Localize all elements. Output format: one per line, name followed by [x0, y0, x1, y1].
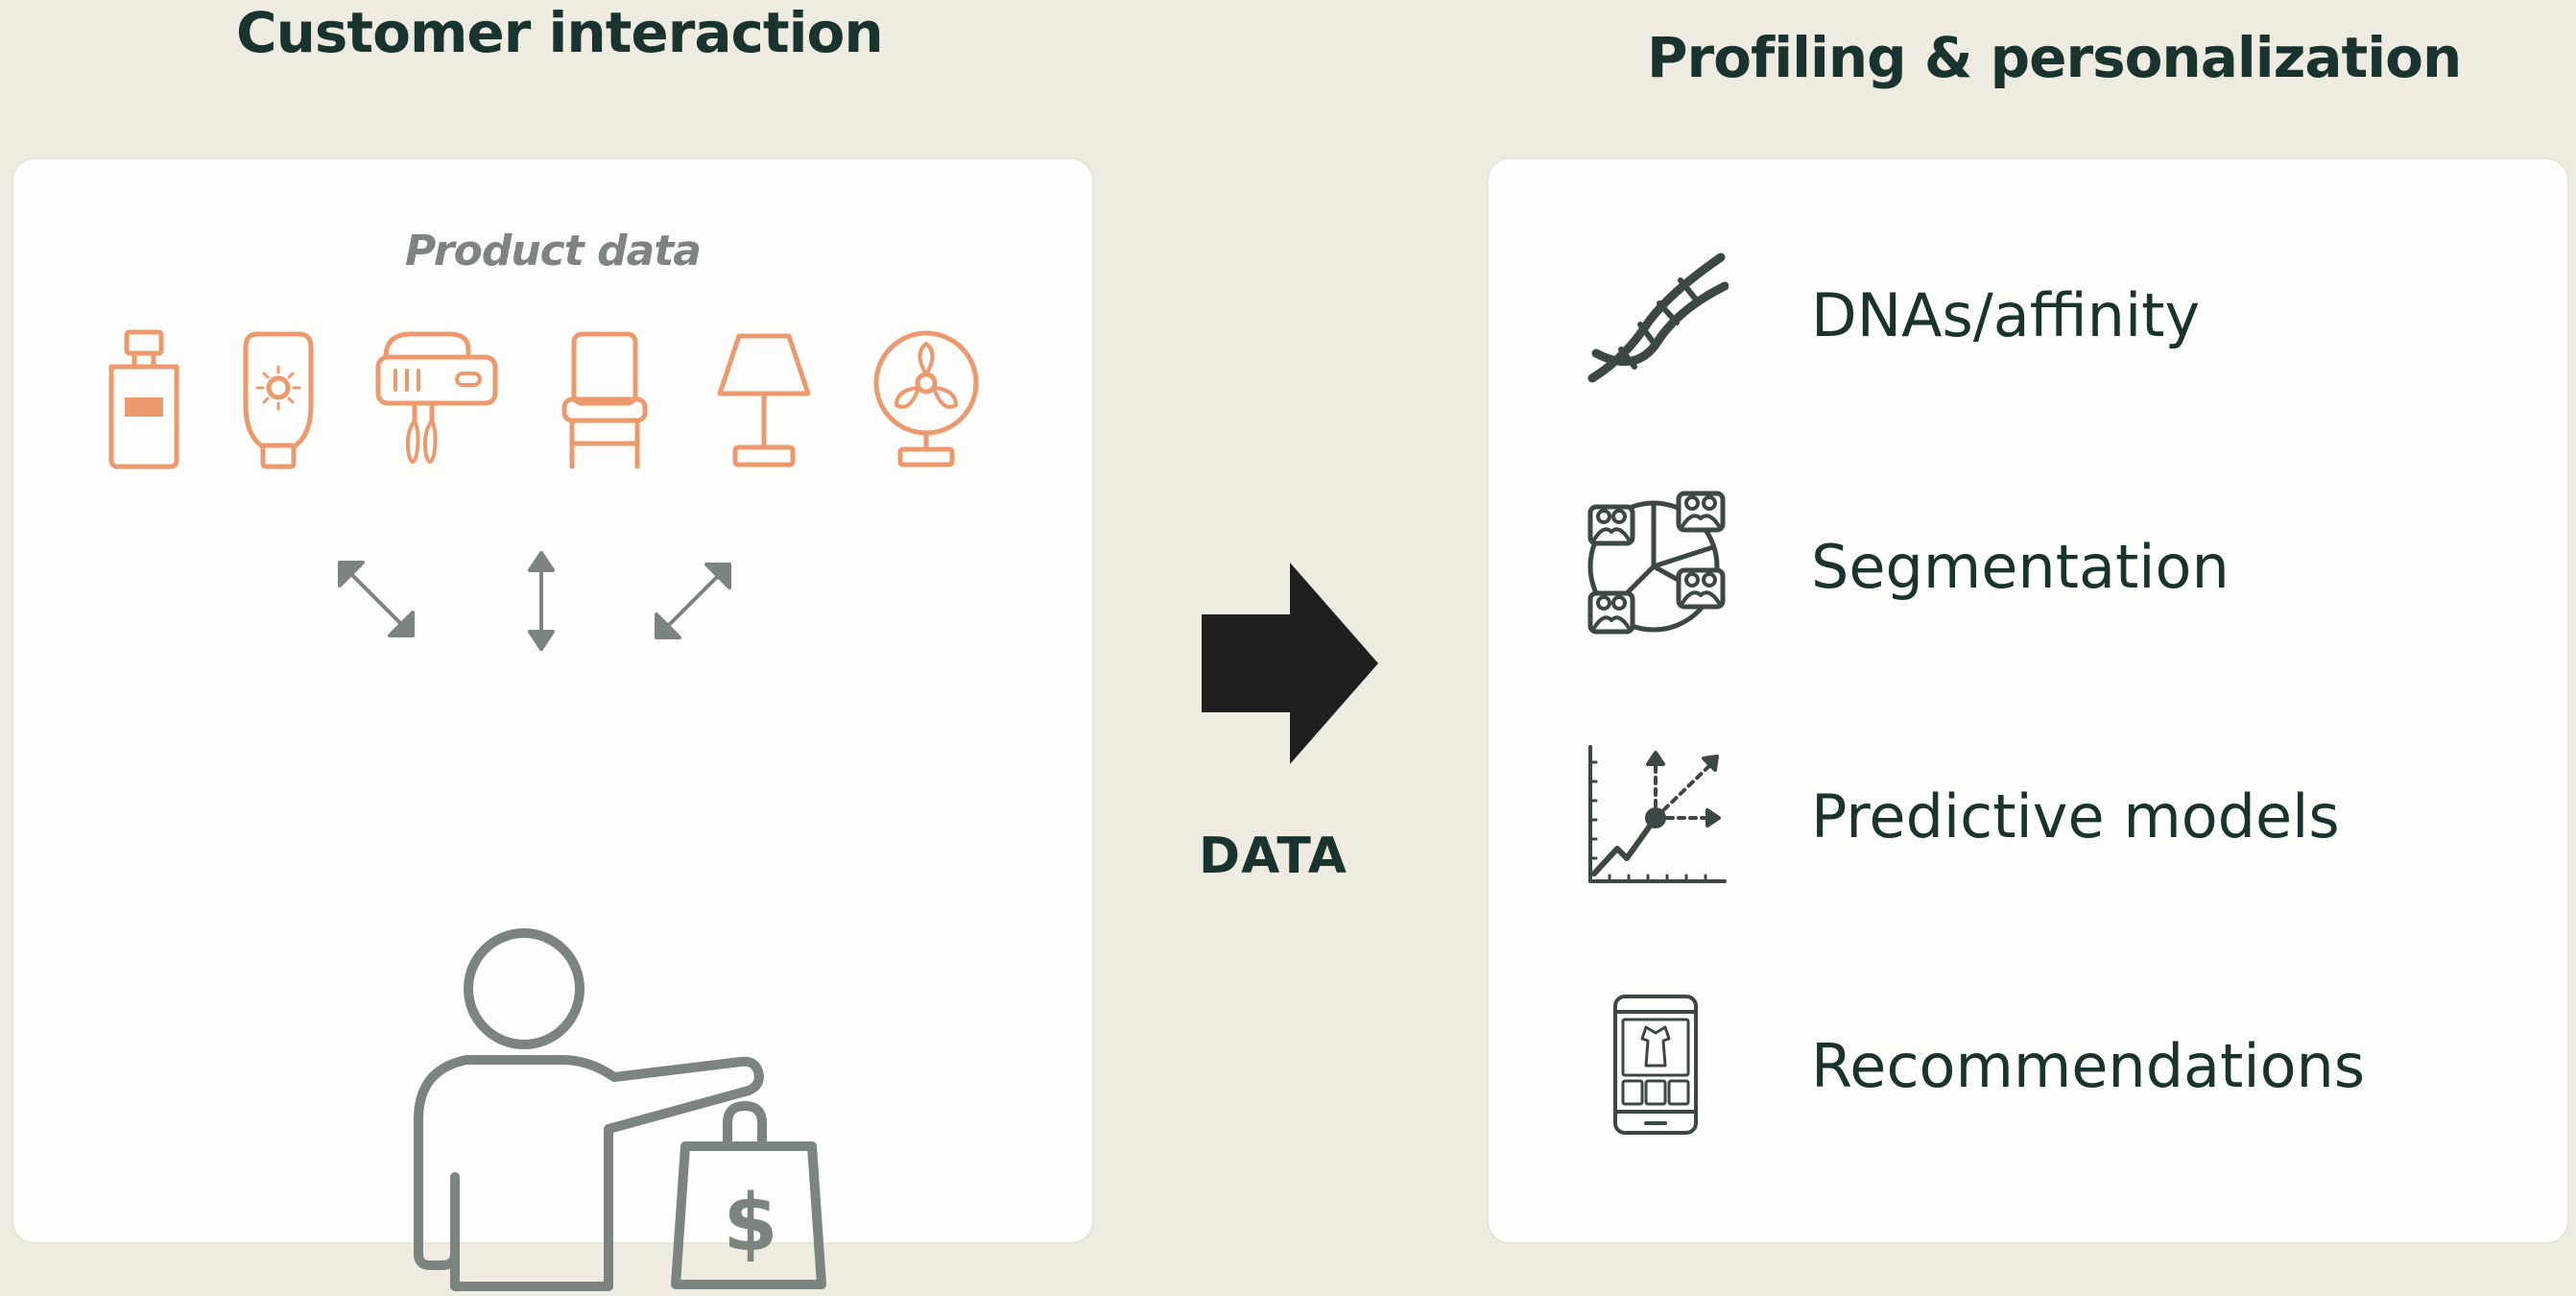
customer-interaction-panel: Product data: [13, 159, 1092, 1291]
profiling-personalization-title: Profiling & personalization: [1647, 25, 2462, 90]
right-block-arrow-icon: [1202, 563, 1378, 764]
prediction-chart-icon: [1588, 745, 1727, 883]
shopper-with-bag-icon: $: [414, 928, 826, 1291]
diagonal-double-arrow-icon: [655, 563, 731, 639]
vertical-double-arrow-icon: [528, 551, 555, 651]
profiling-panel: DNAs/affinity Segmentation: [1489, 159, 2567, 1242]
table-lamp-icon: [717, 333, 811, 468]
phone-catalog-icon: [1613, 995, 1698, 1135]
product-data-label: Product data: [405, 227, 702, 276]
sunscreen-tube-icon: [243, 331, 314, 469]
profile-item-label: Segmentation: [1811, 532, 2230, 602]
chair-icon: [561, 331, 648, 469]
bag-currency-symbol: $: [723, 1178, 777, 1269]
dna-icon: [1587, 252, 1729, 383]
profile-item-label: DNAs/affinity: [1811, 280, 2201, 350]
diagonal-double-arrow-icon: [338, 561, 415, 637]
profile-item-label: Recommendations: [1811, 1031, 2366, 1101]
data-flow-label: DATA: [1199, 828, 1348, 885]
customer-interaction-title: Customer interaction: [236, 0, 884, 65]
segmentation-pie-people-icon: [1587, 491, 1726, 635]
perfume-bottle-icon: [108, 329, 179, 469]
profile-item-label: Predictive models: [1811, 781, 2340, 852]
hand-mixer-icon: [375, 331, 498, 464]
desk-fan-icon: [873, 330, 979, 468]
